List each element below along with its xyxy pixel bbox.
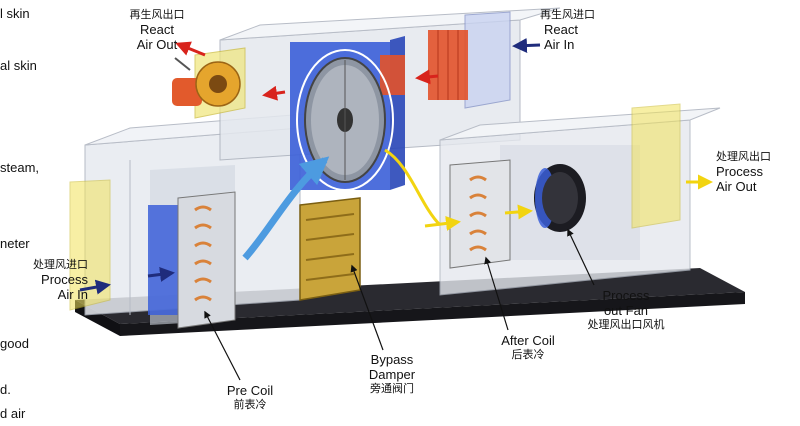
text-fragment: good — [0, 336, 29, 351]
process-air-in-label: 处理风进口 Process Air In — [33, 259, 88, 302]
process-blue-panel — [148, 205, 178, 315]
text-fragment: steam, — [0, 160, 40, 175]
fan-inlet-arrow — [504, 204, 533, 220]
process-inner-arrow — [147, 267, 175, 282]
react-in-filter — [380, 11, 511, 109]
pre-coil-leader — [204, 310, 241, 381]
dry-air-flow — [384, 148, 442, 227]
fan-motor — [172, 78, 202, 106]
desiccant-wheel — [296, 49, 394, 191]
process-air-in-arrow — [79, 279, 111, 295]
text-fragment: neter — [0, 236, 30, 251]
bypass-damper-leader — [350, 264, 384, 351]
text-fragment: l skin — [0, 6, 30, 21]
wheel-inlet-flow — [242, 156, 330, 261]
process-air-out-label: 处理风出口 Process Air Out — [716, 151, 771, 194]
regen-heater-arrow — [415, 69, 439, 85]
process-out-filter — [631, 103, 681, 229]
text-fragment: al skin — [0, 58, 37, 73]
after-coil — [449, 159, 511, 269]
regen-inner-arrow — [262, 85, 286, 101]
pre-coil — [177, 191, 236, 329]
process-fan-leader — [567, 228, 595, 286]
after-coil-label: After Coil 后表冷 — [501, 333, 555, 361]
react-air-in-arrow — [512, 38, 541, 54]
bypass-damper — [299, 197, 361, 301]
after-coil-inlet-arrow — [424, 215, 461, 231]
bypass-damper-label: Bypass Damper 旁通阀门 — [368, 352, 416, 395]
leader-lines — [204, 228, 595, 381]
regen-fan — [172, 47, 246, 119]
air-flow-arrows — [79, 38, 713, 295]
react-air-in-label: 再生风进口 React Air In — [540, 9, 595, 52]
process-out-fan — [534, 164, 586, 232]
after-coil-leader — [484, 256, 509, 331]
react-air-out-label: 再生风出口 React Air Out — [129, 9, 185, 52]
react-air-out-arrow — [175, 41, 206, 57]
text-fragment: d. — [0, 382, 11, 397]
process-in-filter — [69, 179, 111, 311]
text-fragment: d air — [0, 406, 26, 421]
pre-coil-label: Pre Coil 前表冷 — [226, 383, 274, 411]
process-out-fan-label: Process out Fan 处理风出口风机 — [587, 288, 665, 331]
